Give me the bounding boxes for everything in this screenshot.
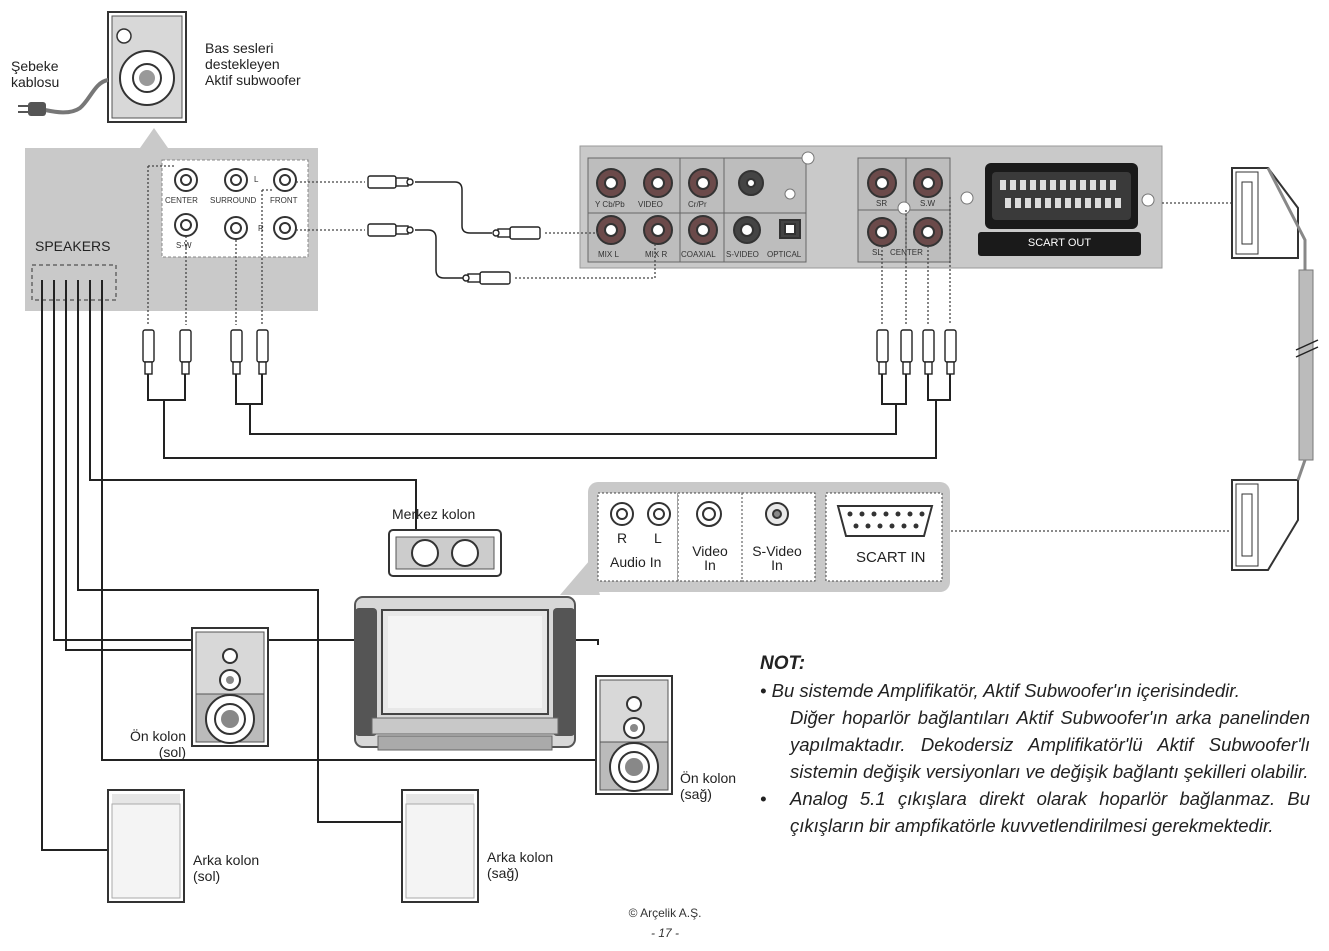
- rca-plug-icons: [367, 175, 541, 285]
- note-bullet-2: • Analog 5.1 çıkışlara direkt olarak hop…: [760, 785, 1310, 839]
- note-bullet-1: • Bu sistemde Amplifikatör, Aktif Subwoo…: [760, 680, 1240, 701]
- dvd-video-label: VIDEO: [638, 200, 663, 209]
- tv-scart-in-label: SCART IN: [856, 549, 926, 566]
- rear-left-speaker: [107, 789, 185, 903]
- power-cable-label: Şebeke kablosu: [11, 58, 60, 90]
- dvd-crpr-label: Cr/Pr: [688, 200, 707, 209]
- rca-plugs-vertical: [142, 329, 957, 375]
- subwoofer-label: Bas sesleri destekleyen Aktif subwoofer: [205, 40, 301, 88]
- tv-audio-in-label: Audio In: [610, 554, 662, 570]
- rear-right-label: Arka kolon (sağ): [487, 849, 554, 881]
- scart-out-label: SCART OUT: [1027, 237, 1092, 249]
- dvd-svideo-label: S-VIDEO: [726, 250, 759, 259]
- dvd-sw-label: S.W: [920, 199, 936, 208]
- sub-l-label: L: [254, 175, 259, 184]
- tv-video-in-label: Video In: [692, 543, 728, 573]
- sub-center-label: CENTER: [165, 196, 198, 205]
- power-cable: [44, 78, 109, 115]
- dvd-optical-label: OPTICAL: [767, 250, 802, 259]
- dvd-mixr-label: MIX R: [645, 250, 668, 259]
- dvd-ycb-label: Y Cb/Pb: [595, 200, 625, 209]
- dvd-sr-label: SR: [876, 199, 888, 208]
- scart-cable: [1231, 167, 1319, 571]
- screw-icons: [784, 151, 1155, 215]
- sub-r-label: R: [258, 224, 264, 233]
- subwoofer-speaker: [107, 11, 187, 123]
- rear-left-label: Arka kolon (sol): [193, 852, 260, 884]
- dvd-mixl-label: MIX L: [598, 250, 619, 259]
- jack-surround-r: [224, 216, 248, 240]
- rear-right-speaker: [401, 789, 479, 903]
- dvd-sl-label: SL: [872, 248, 882, 257]
- power-plug-icon: [18, 102, 46, 116]
- tv-l-label: L: [654, 530, 662, 546]
- note-bullet-1-cont: Diğer hoparlör bağlantıları Aktif Subwoo…: [790, 707, 1310, 782]
- front-right-speaker: [595, 675, 673, 795]
- note-bullet-1-text: Bu sistemde Amplifikatör, Aktif Subwoofe…: [771, 680, 1240, 701]
- note-section: NOT: • Bu sistemde Amplifikatör, Aktif S…: [760, 650, 1310, 839]
- tv-svideo-in-label: S-Video In: [752, 543, 802, 573]
- sub-surround-label: SURROUND: [210, 196, 257, 205]
- scart-in-connector: [836, 505, 934, 537]
- note-bullet-2-text: Analog 5.1 çıkışlara direkt olarak hopar…: [790, 788, 1310, 836]
- copyright: © Arçelik A.Ş.: [628, 906, 702, 920]
- page-number: - 17 -: [650, 926, 679, 940]
- dvd-coaxial-label: COAXIAL: [681, 250, 716, 259]
- front-left-label: Ön kolon (sol): [129, 728, 186, 760]
- tv-r-label: R: [617, 530, 628, 546]
- jack-front-l: [273, 168, 297, 192]
- tv-set: [354, 596, 576, 751]
- speaker-terminal-box: [31, 264, 117, 301]
- note-title: NOT:: [760, 653, 806, 674]
- dvd-center-label: CENTER: [890, 248, 923, 257]
- dvd-jacks: [596, 168, 943, 247]
- jack-front-r: [273, 216, 297, 240]
- jack-center: [174, 168, 198, 192]
- speakers-label: SPEAKERS: [35, 238, 111, 254]
- jack-surround-l: [224, 168, 248, 192]
- center-speaker: [388, 529, 502, 577]
- jack-sw: [174, 213, 198, 237]
- front-right-label: Ön kolon (sağ): [680, 770, 737, 802]
- sub-front-label: FRONT: [270, 196, 298, 205]
- sub-sw-label: S-W: [176, 241, 192, 250]
- front-left-speaker: [191, 627, 269, 747]
- center-speaker-label: Merkez kolon: [392, 506, 476, 522]
